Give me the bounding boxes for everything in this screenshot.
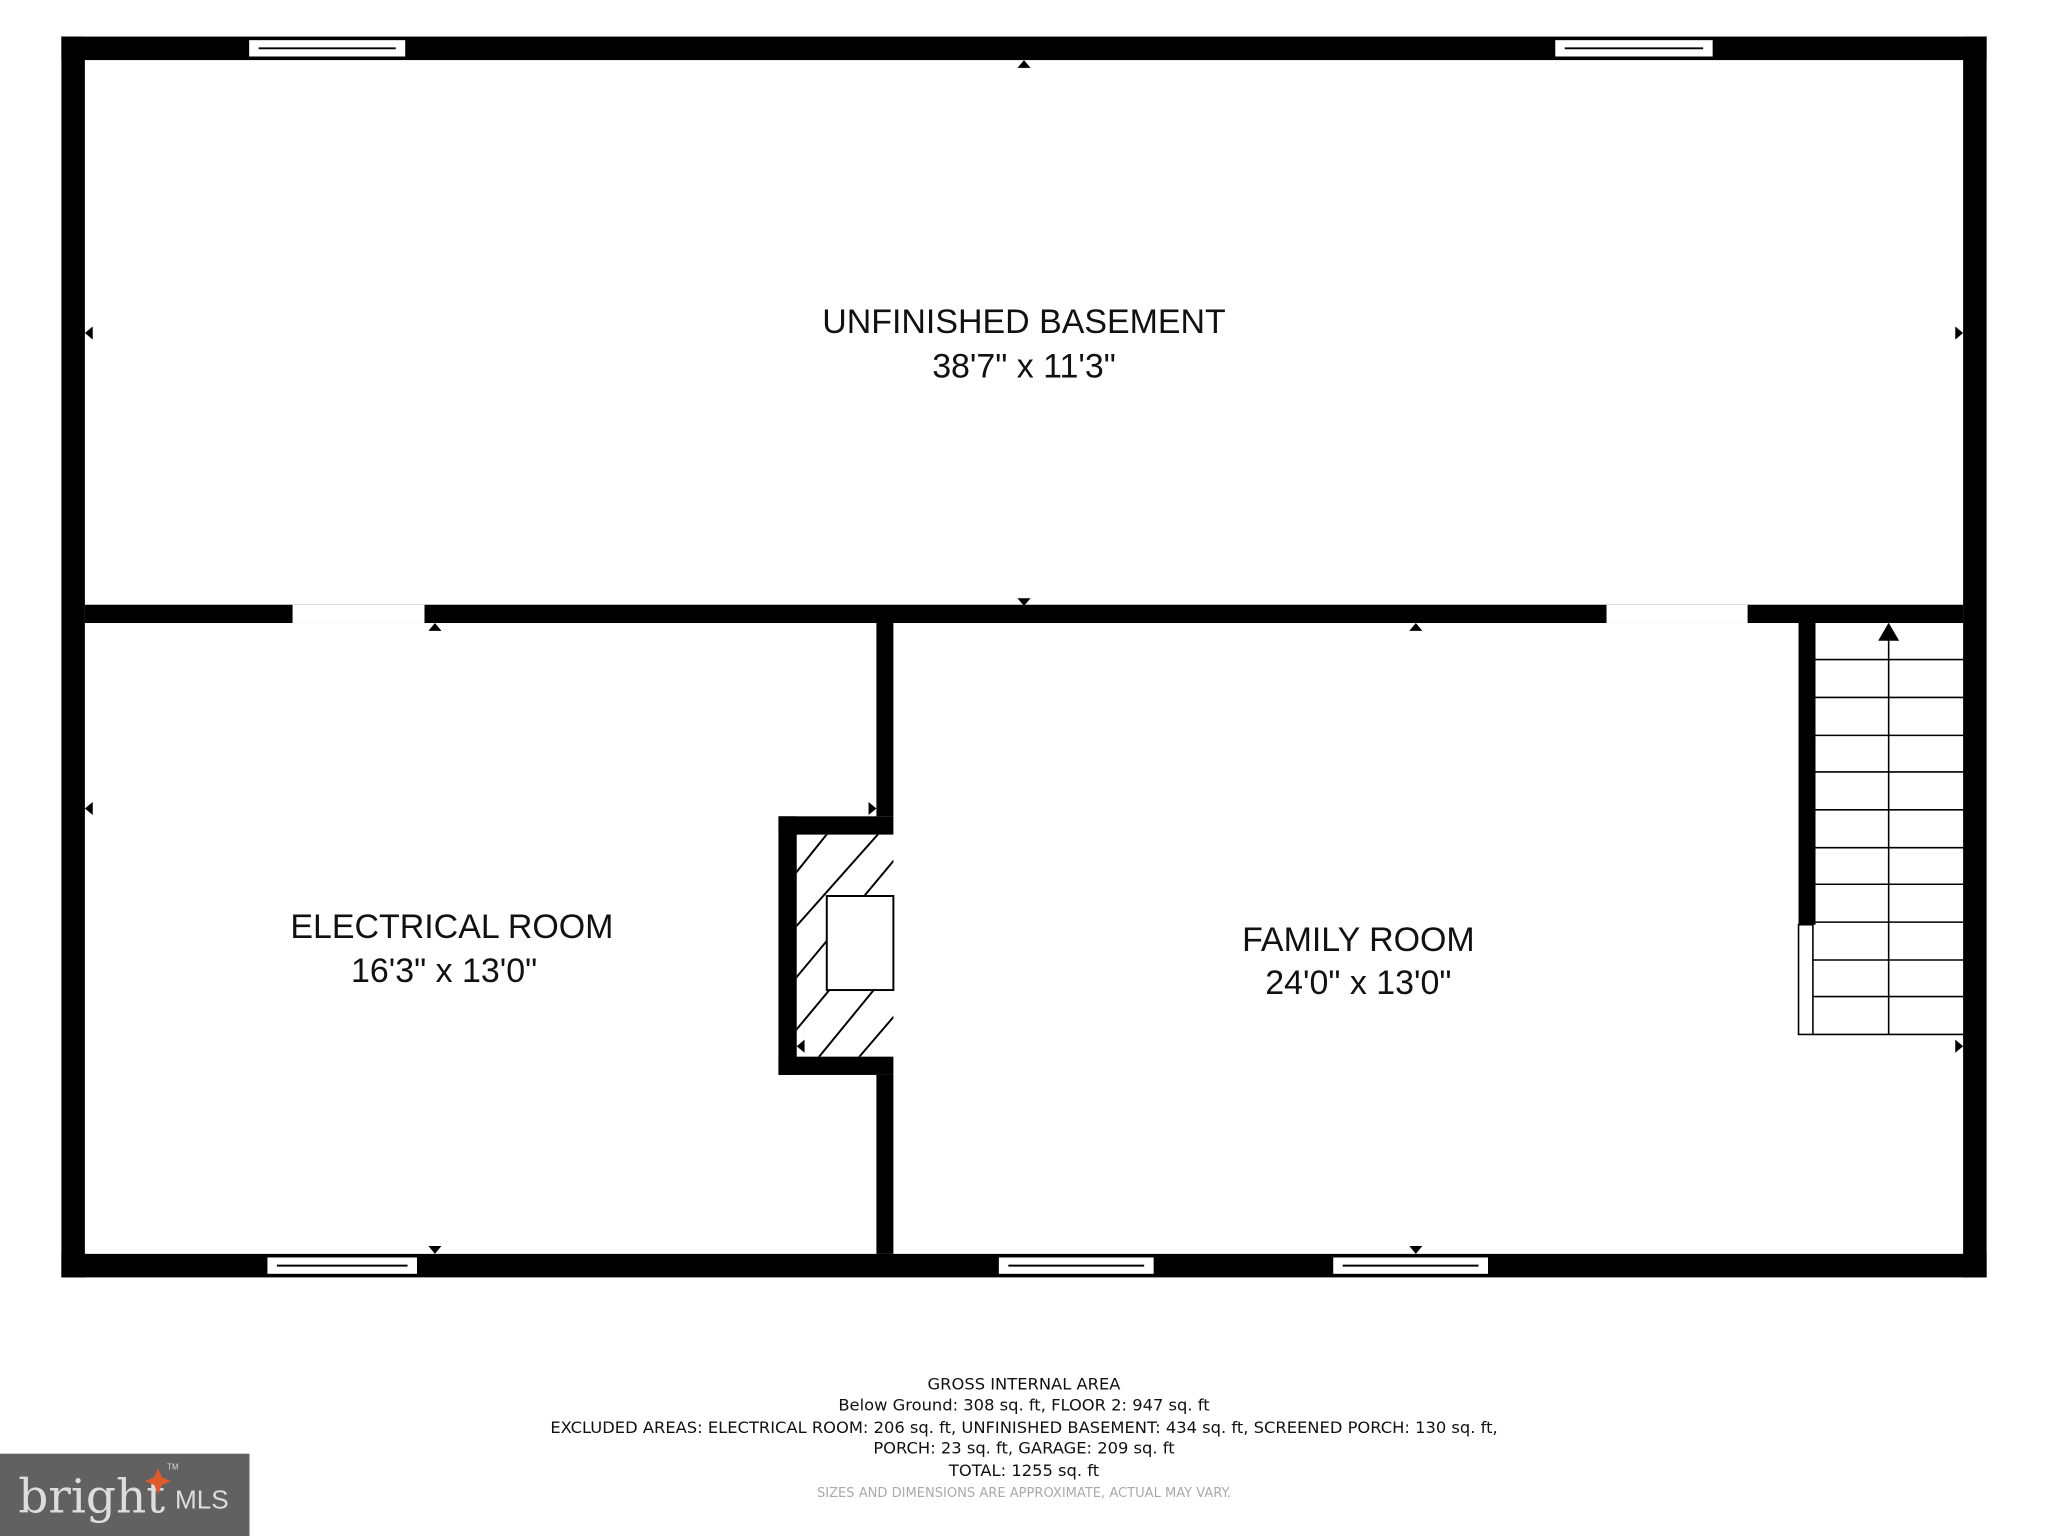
staircase xyxy=(1797,622,1964,1036)
room-dims-family-room: 24'0" x 13'0" xyxy=(1265,964,1451,1002)
room-dims-unfinished-basement: 38'7" x 11'3" xyxy=(932,347,1116,385)
area-summary: GROSS INTERNAL AREA Below Ground: 308 sq… xyxy=(550,1375,1497,1501)
summary-excluded-areas-cont: PORCH: 23 sq. ft, GARAGE: 209 sq. ft xyxy=(873,1439,1174,1458)
disclaimer: SIZES AND DIMENSIONS ARE APPROXIMATE, AC… xyxy=(817,1486,1231,1501)
summary-excluded-areas: EXCLUDED AREAS: ELECTRICAL ROOM: 206 sq.… xyxy=(550,1418,1497,1437)
logo-suffix: MLS xyxy=(175,1485,229,1515)
summary-title: GROSS INTERNAL AREA xyxy=(928,1375,1122,1394)
room-name-family-room: FAMILY ROOM xyxy=(1242,921,1475,959)
logo-star-icon xyxy=(144,1468,172,1495)
bright-mls-logo: bright TM MLS xyxy=(0,1453,250,1536)
room-dims-electrical-room: 16'3" x 13'0" xyxy=(351,952,537,990)
dimension-markers xyxy=(84,60,1964,1254)
summary-total: TOTAL: 1255 sq. ft xyxy=(948,1461,1099,1480)
stair-arrow-icon xyxy=(1878,622,1900,641)
door-openings xyxy=(292,604,1748,624)
room-name-unfinished-basement: UNFINISHED BASEMENT xyxy=(822,303,1226,341)
logo-tm: TM xyxy=(167,1462,178,1471)
walls xyxy=(61,36,1987,1278)
logo-word: bright xyxy=(18,1469,165,1524)
room-name-electrical-room: ELECTRICAL ROOM xyxy=(290,908,613,946)
windows xyxy=(247,38,1715,1276)
summary-below-ground: Below Ground: 308 sq. ft, FLOOR 2: 947 s… xyxy=(838,1396,1209,1415)
chimney-hatch xyxy=(796,834,895,1057)
